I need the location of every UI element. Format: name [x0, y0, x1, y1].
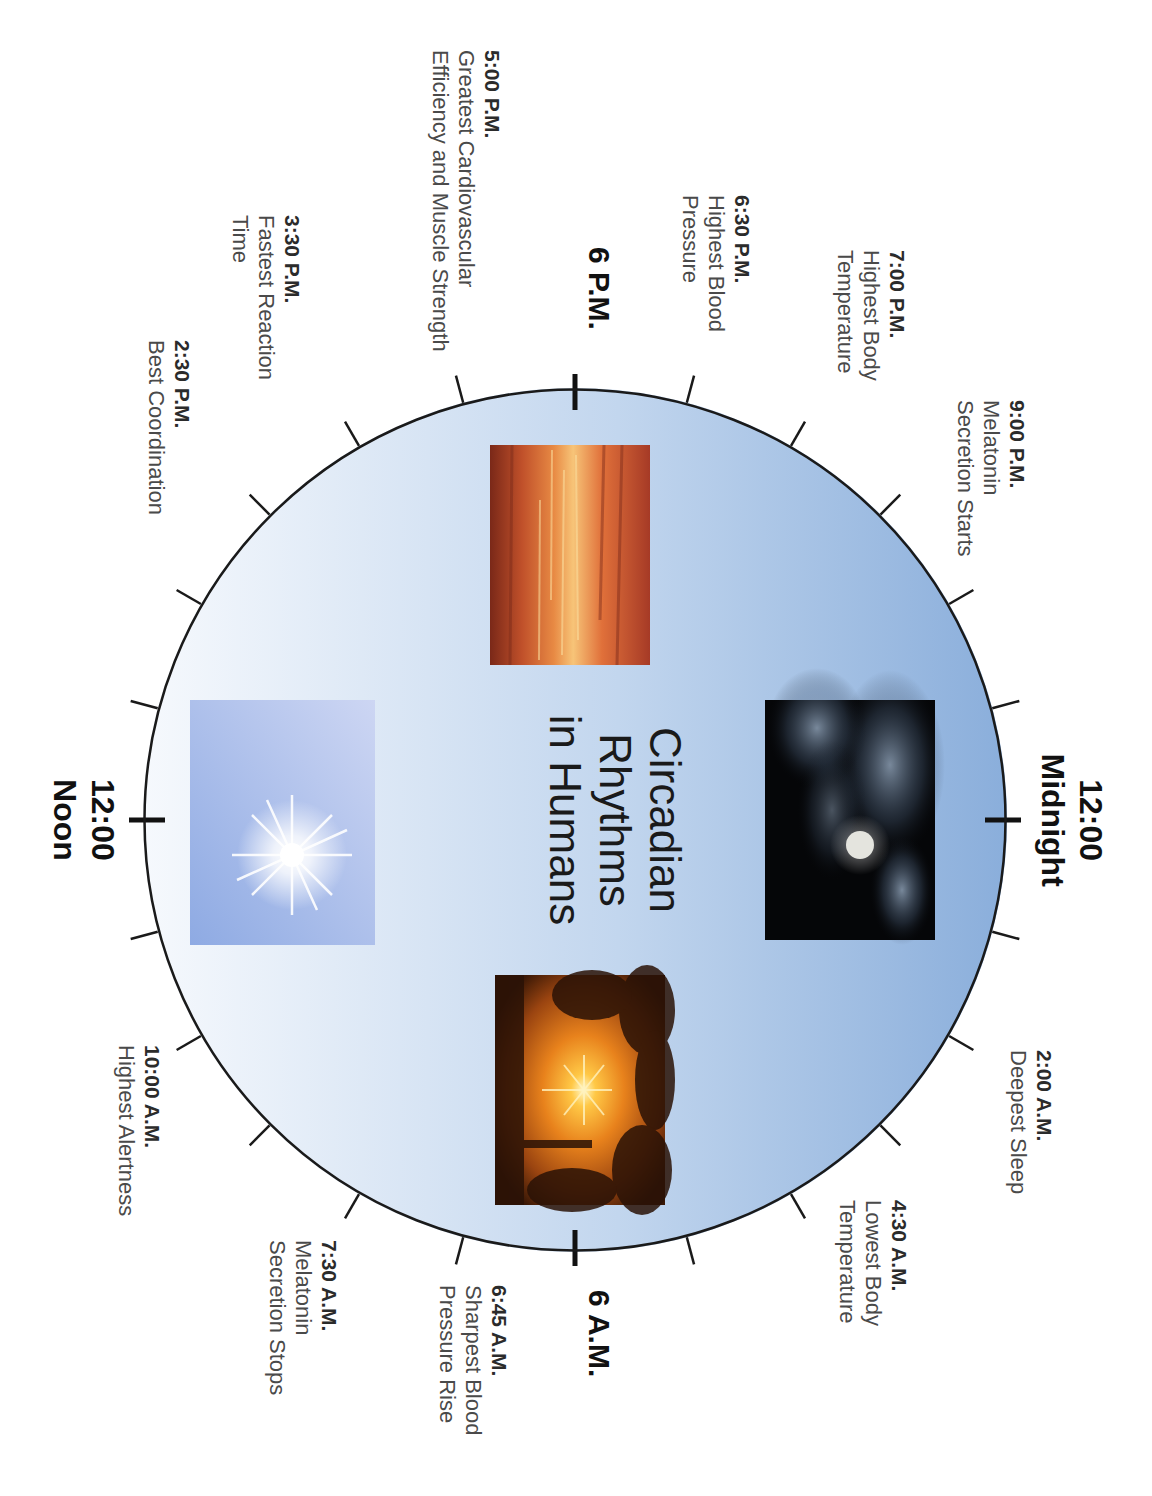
event-label: Fastest Reaction Time — [227, 215, 279, 410]
time-annotation: 7:30 A.M.Melatonin Secretion Stops — [264, 1240, 342, 1415]
time-label: 7:00 P.M. — [884, 250, 910, 430]
major-ticks — [129, 374, 1021, 1266]
hour-marker-wrap: 12:00 Noon — [46, 779, 122, 861]
sun-photo — [190, 700, 375, 945]
time-label: 2:30 P.M. — [169, 340, 195, 600]
time-label: 9:00 P.M. — [1004, 400, 1030, 575]
time-annotation: 7:00 P.M.Highest Body Temperature — [832, 250, 910, 430]
time-label: 7:30 A.M. — [316, 1240, 342, 1415]
time-label: 6:30 P.M. — [729, 195, 755, 365]
time-annotation: 10:00 A.M.Highest Alertness — [113, 1045, 165, 1285]
night-photo — [765, 668, 945, 945]
time-label: 2:00 A.M. — [1031, 1050, 1057, 1270]
clock-circle: Circadian Rhythms in Humans — [143, 388, 1007, 1252]
sunrise-photo — [495, 965, 675, 1215]
hour-marker: 12:00 Noon — [46, 779, 122, 861]
time-label: 3:30 P.M. — [279, 215, 305, 410]
hour-ticks — [131, 376, 1020, 1265]
event-label: Sharpest Blood Pressure Rise — [434, 1285, 486, 1475]
time-label: 5:00 P.M. — [479, 50, 505, 375]
hour-marker: 6 A.M. — [583, 1290, 618, 1377]
time-annotation: 6:45 A.M.Sharpest Blood Pressure Rise — [434, 1285, 512, 1475]
event-label: Lowest Body Temperature — [834, 1200, 886, 1380]
hour-marker: 12:00 Midnight — [1034, 754, 1110, 887]
time-label: 10:00 A.M. — [139, 1045, 165, 1285]
diagram-title: Circadian Rhythms in Humans — [540, 714, 690, 926]
time-annotation: 9:00 P.M.Melatonin Secretion Starts — [952, 400, 1030, 575]
time-annotation: 5:00 P.M.Greatest Cardiovascular Efficie… — [427, 50, 505, 375]
event-label: Melatonin Secretion Stops — [264, 1240, 316, 1415]
time-annotation: 2:30 P.M.Best Coordination — [143, 340, 195, 600]
event-label: Melatonin Secretion Starts — [952, 400, 1004, 575]
event-label: Best Coordination — [143, 340, 169, 600]
time-label: 4:30 A.M. — [886, 1200, 912, 1380]
event-label: Deepest Sleep — [1005, 1050, 1031, 1270]
time-annotation: 4:30 A.M.Lowest Body Temperature — [834, 1200, 912, 1380]
hour-marker: 6 P.M. — [583, 247, 618, 330]
event-label: Greatest Cardiovascular Efficiency and M… — [427, 50, 479, 375]
time-label: 6:45 A.M. — [486, 1285, 512, 1475]
hour-marker-wrap: 6 A.M. — [583, 1290, 618, 1377]
time-annotation: 2:00 A.M.Deepest Sleep — [1005, 1050, 1057, 1270]
time-annotation: 6:30 P.M.Highest Blood Pressure — [677, 195, 755, 365]
clock-face — [143, 388, 1007, 1252]
event-label: Highest Alertness — [113, 1045, 139, 1285]
sunset-photo — [490, 445, 650, 665]
hour-marker-wrap: 6 P.M. — [583, 247, 618, 330]
title-wrap: Circadian Rhythms in Humans — [540, 714, 690, 926]
event-label: Highest Body Temperature — [832, 250, 884, 430]
hour-marker-wrap: 12:00 Midnight — [1034, 754, 1110, 887]
event-label: Highest Blood Pressure — [677, 195, 729, 365]
time-annotation: 3:30 P.M.Fastest Reaction Time — [227, 215, 305, 410]
